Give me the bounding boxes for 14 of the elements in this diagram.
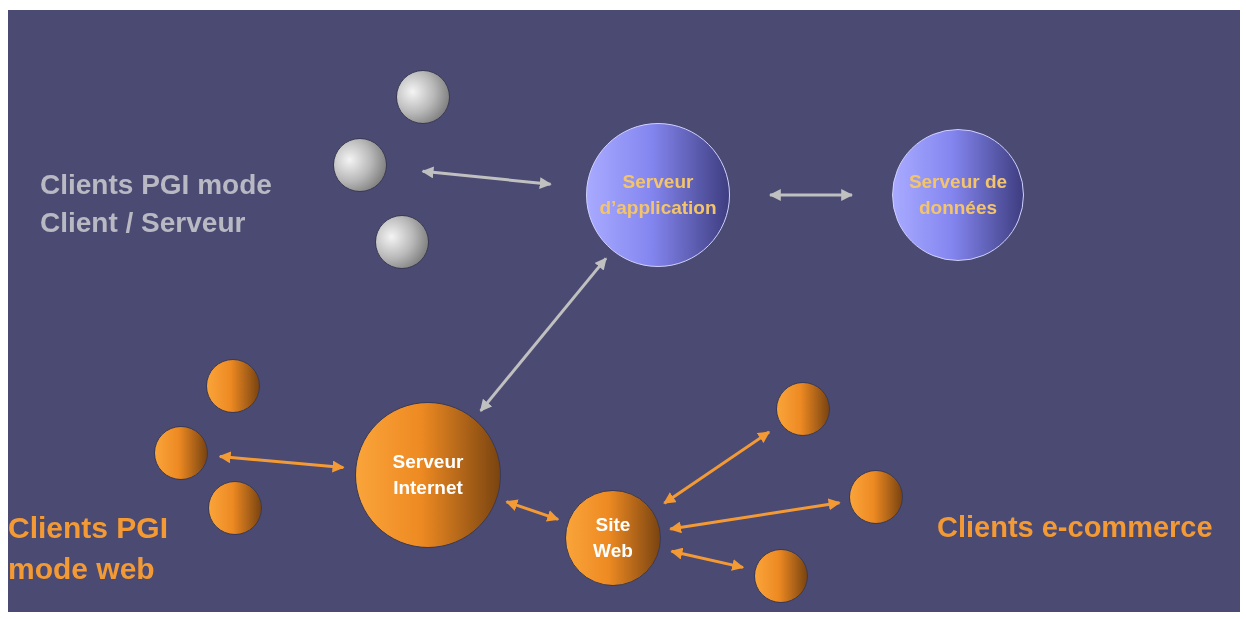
double-arrow [670, 547, 745, 571]
double-arrow [663, 430, 771, 505]
group-title: Clients PGI mode web [8, 510, 170, 587]
group-title: Clients e-commerce [937, 510, 1214, 545]
double-arrow [669, 498, 841, 534]
group-title: Clients PGI mode Client / Serveur [40, 168, 273, 240]
node-label: Site Web [592, 513, 634, 563]
double-arrow [218, 451, 345, 473]
double-arrow [479, 257, 608, 412]
node-label: Serveur Internet [391, 450, 465, 500]
double-arrow [421, 166, 552, 190]
double-arrow [768, 189, 854, 201]
double-arrow [505, 499, 560, 522]
node-label: Serveur de données [907, 170, 1009, 220]
